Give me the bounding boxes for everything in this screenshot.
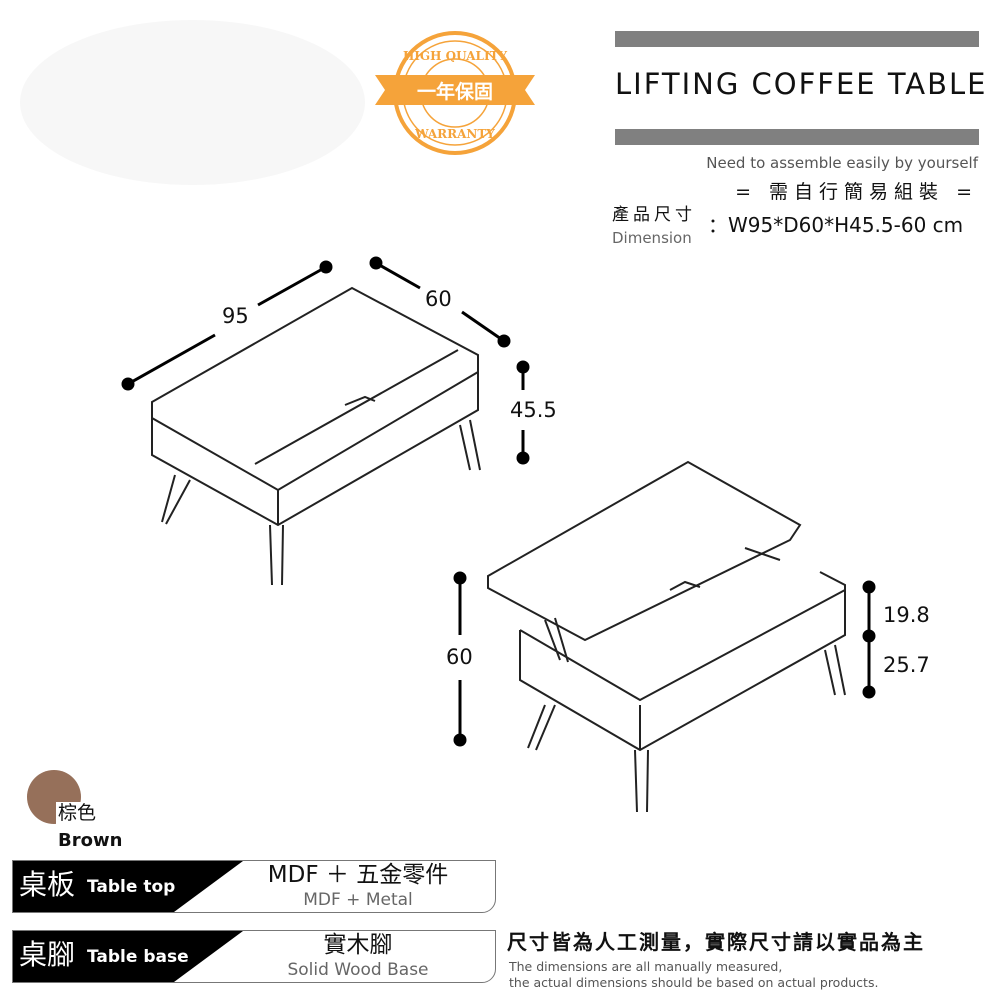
- color-name-en: Brown: [58, 830, 123, 851]
- svg-text:WARRANTY: WARRANTY: [414, 127, 495, 141]
- material-table-base: 桌腳 Table base 實木腳 Solid Wood Base: [12, 930, 496, 983]
- measurement-note-zh: 尺寸皆為人工測量，實際尺寸請以實品為主: [507, 930, 925, 954]
- dimension-lines: [121, 256, 876, 747]
- svg-text:一年保固: 一年保固: [417, 80, 493, 103]
- material-label-en: Table base: [87, 947, 189, 967]
- assemble-en: Need to assemble easily by yourself: [706, 154, 978, 172]
- title-bar-bottom: [615, 129, 979, 145]
- material-table-top: 桌板 Table top MDF ＋ 五金零件 MDF + Metal: [12, 860, 496, 913]
- dim-lift: 19.8: [883, 603, 930, 627]
- material-value-en: Solid Wood Base: [287, 960, 429, 980]
- measurement-note-en-1: The dimensions are all manually measured…: [509, 959, 783, 974]
- dim-height-closed: 45.5: [510, 398, 557, 422]
- dim-width: 95: [222, 304, 249, 328]
- background-blob: [20, 20, 365, 185]
- material-label-zh: 桌板: [19, 868, 76, 901]
- dim-height-open: 60: [446, 645, 473, 669]
- open-table-drawing: [487, 460, 846, 813]
- material-value-en: MDF + Metal: [303, 890, 413, 910]
- dimension-label-en: Dimension: [612, 229, 692, 247]
- material-value-zh: MDF ＋ 五金零件: [267, 862, 449, 888]
- closed-table-drawing: [151, 286, 481, 586]
- dim-base: 25.7: [883, 653, 930, 677]
- warranty-badge: HIGH QUALITY WARRANTY 一年保固: [375, 31, 535, 155]
- title-bar-top: [615, 31, 979, 47]
- material-label-zh: 桌腳: [19, 938, 76, 971]
- dimension-value: ：W95*D60*H45.5-60 cm: [708, 213, 964, 237]
- material-value-zh: 實木腳: [323, 932, 393, 958]
- dim-depth: 60: [425, 287, 452, 311]
- dimension-label-zh: 產品尺寸: [612, 205, 696, 225]
- assemble-zh: = 需自行簡易組裝 =: [735, 181, 978, 203]
- svg-text:HIGH QUALITY: HIGH QUALITY: [403, 49, 508, 63]
- material-label-en: Table top: [87, 877, 176, 897]
- table-drawings: [121, 256, 876, 813]
- measurement-note-en-2: the actual dimensions should be based on…: [509, 975, 879, 990]
- page-title: LIFTING COFFEE TABLE: [615, 67, 988, 101]
- color-name-zh: 棕色: [56, 802, 99, 824]
